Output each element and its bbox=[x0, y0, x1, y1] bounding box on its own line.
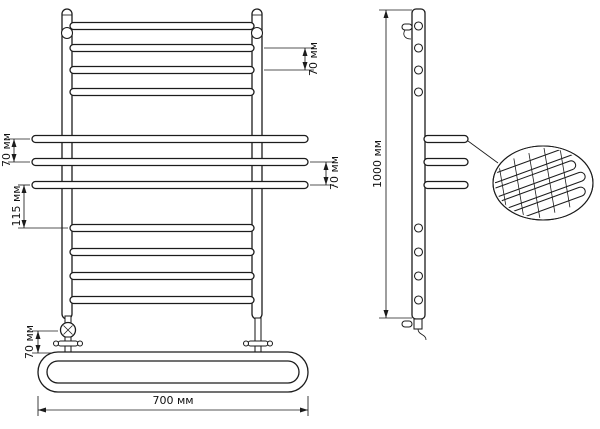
rung bbox=[69, 21, 255, 31]
dimension-top-rung-spacing: 70 мм bbox=[264, 42, 320, 76]
bottom-rail: 700 мм bbox=[37, 315, 309, 416]
dimension-overall-width: 700 мм bbox=[37, 394, 309, 416]
shelf-rung bbox=[31, 157, 309, 167]
dimension-shelf-spacing-left: 70 мм bbox=[0, 133, 30, 167]
dimension-shelf-to-lower-rung: 115 мм bbox=[10, 184, 68, 229]
left-valve bbox=[52, 315, 84, 354]
rung bbox=[69, 271, 255, 281]
wall-bracket-bottom bbox=[401, 318, 427, 341]
shelf-rungs bbox=[31, 134, 309, 190]
leader-line bbox=[467, 140, 499, 164]
wall-rosette-left bbox=[60, 26, 74, 40]
wall-bracket-top bbox=[401, 23, 413, 40]
wall-rosette-right bbox=[250, 26, 264, 40]
dim-label-overall-width: 700 мм bbox=[152, 394, 193, 407]
dim-label-shelf-to-lower-rung: 115 мм bbox=[10, 185, 23, 226]
dim-label-overall-height: 1000 мм bbox=[371, 140, 384, 188]
rung bbox=[69, 87, 255, 97]
dim-label-shelf-spacing-right: 70 мм bbox=[328, 156, 341, 190]
shelf-rung bbox=[31, 180, 309, 190]
detail-callout bbox=[467, 140, 594, 221]
dimension-shelf-spacing-right: 70 мм bbox=[310, 156, 341, 190]
detail-circle-outline bbox=[492, 145, 594, 221]
right-valve bbox=[242, 317, 274, 354]
rung bbox=[69, 295, 255, 305]
dim-label-shelf-spacing-left: 70 мм bbox=[0, 133, 13, 167]
dim-label-bottom-offset: 70 мм bbox=[23, 325, 36, 359]
shelf-rung bbox=[31, 134, 309, 144]
side-view: 1000 мм bbox=[371, 8, 594, 341]
rung-holes bbox=[413, 21, 424, 305]
top-rungs bbox=[69, 21, 255, 97]
dim-label-top-rung-spacing: 70 мм bbox=[307, 42, 320, 76]
rung bbox=[69, 65, 255, 75]
front-view: 70 мм 70 мм 115 мм 70 мм 70 bbox=[0, 8, 341, 359]
dimension-overall-height: 1000 мм bbox=[371, 9, 412, 319]
loop-inner bbox=[46, 360, 300, 384]
rung bbox=[69, 223, 255, 233]
detail-contents bbox=[495, 148, 586, 218]
dimension-bottom-offset: 70 мм bbox=[23, 325, 58, 359]
rung bbox=[69, 247, 255, 257]
bottom-rungs bbox=[69, 223, 255, 305]
rung bbox=[69, 43, 255, 53]
side-shelf-rungs bbox=[423, 134, 469, 190]
